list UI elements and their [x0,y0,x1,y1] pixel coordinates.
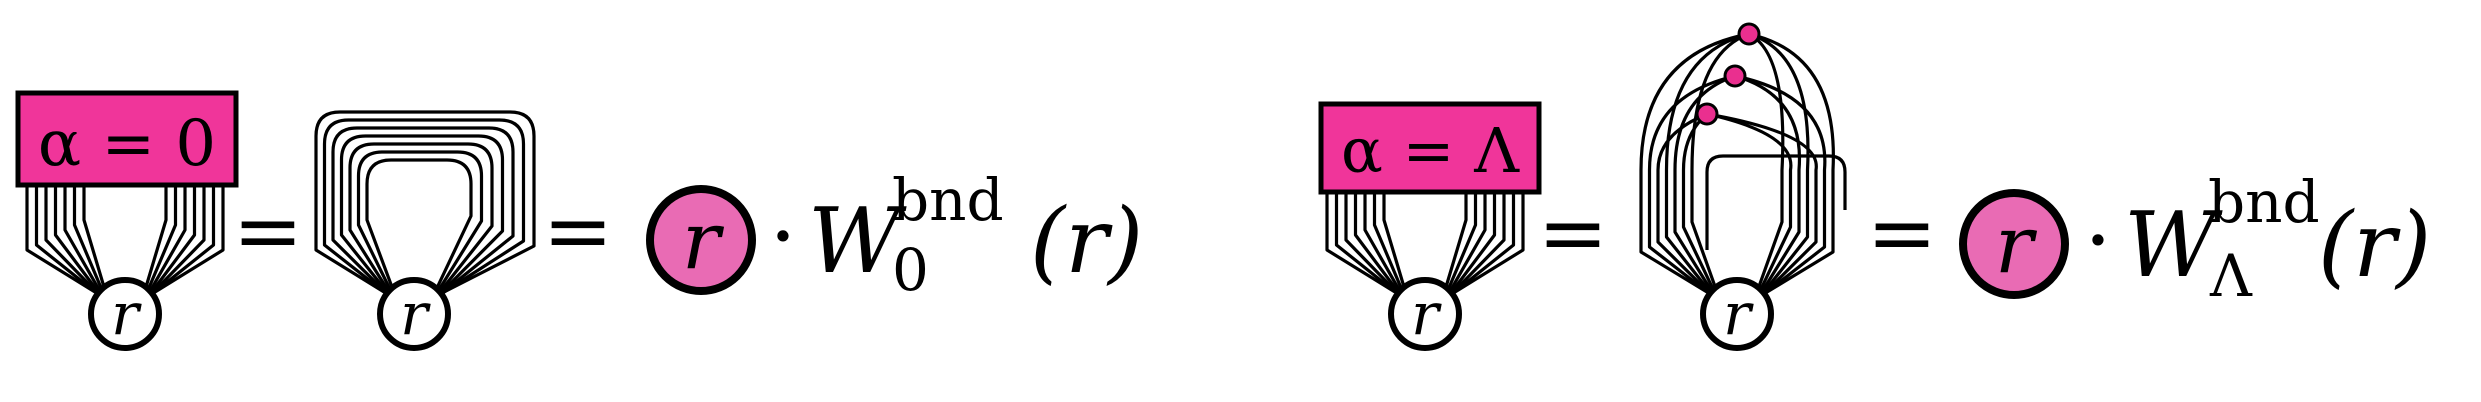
loop-wire [1656,112,1818,297]
leg-wire [149,185,206,297]
equals-sign: = [543,182,613,280]
left-loop-diagram: r [314,110,536,351]
site-node-label: r [111,280,142,348]
leg-wire [154,185,225,294]
loop-wire [356,150,484,301]
loop-wire [348,142,494,299]
site-node [1388,277,1462,351]
leg-wire [44,185,101,297]
tensor-r [646,185,756,295]
multiplication-dot: · [769,187,796,287]
leg-wire [72,185,108,301]
left-equation: α = 0 r = r = r · W bnd 0 (r) [15,90,1143,351]
leg-wire [1442,192,1478,301]
right-equation: α = Λ r = r = r · W bnd Λ (r) [1318,22,2431,351]
node-dot [1737,22,1761,46]
leg-wire [1447,192,1497,298]
loop-wire [322,118,526,295]
leg-wire [82,185,110,302]
loop-wire [365,158,473,302]
equals-sign: = [1867,184,1937,282]
site-node-label: r [1411,280,1442,348]
equals-sign: = [1538,184,1608,282]
label-box-alpha-0 [15,90,239,188]
weight-W: W [2124,193,2223,298]
weight-W: W [808,189,907,294]
loop-wire [331,126,515,297]
multiplication-dot: · [2084,191,2111,291]
tensor-r [1959,189,2069,299]
loop-wires [314,110,536,302]
leg-wire [151,185,216,295]
site-node [88,277,162,351]
open-legs-wires [25,185,225,302]
leg-wire [1325,192,1396,294]
label-box-alpha-lambda [1318,101,1542,195]
weight-superscript: bnd [2208,168,2320,236]
node-dot [1723,64,1747,88]
leg-wire [1334,192,1399,295]
leg-wire [1451,192,1516,295]
leg-wire [1449,192,1506,297]
leg-wire [1372,192,1408,301]
leg-wire [144,185,187,299]
leg-wire [63,185,106,299]
left-boxed-legs: α = 0 r [15,90,239,351]
weight-argument: (r) [2318,193,2431,298]
leg-wire [34,185,99,295]
leg-wire [1344,192,1401,297]
tensor-r-label: r [682,194,725,287]
leg-wire [25,185,96,294]
tensor-r-label: r [1995,198,2038,291]
site-node [377,277,451,351]
label-box-text: α = Λ [1341,114,1520,187]
leg-wire [147,185,197,298]
leg-wire [1382,192,1410,302]
loop-wire [1705,154,1847,250]
node-dot [1695,102,1719,126]
weight-subscript: 0 [892,236,929,304]
loop-wire [314,110,536,294]
site-node-label: r [400,280,431,348]
right-boxed-legs: α = Λ r [1318,101,1542,351]
leg-wire [1454,192,1525,294]
leg-wire [1440,192,1468,302]
right-loop-diagram: r [1639,22,1847,351]
leg-wire [53,185,103,298]
weight-argument: (r) [1030,189,1143,294]
leg-wire [140,185,168,302]
site-node-label: r [1723,280,1754,348]
equals-sign: = [233,182,303,280]
label-box-text: α = 0 [38,107,216,181]
loop-wire [339,134,505,298]
leg-wire [1444,192,1487,299]
weight-superscript: bnd [892,166,1004,234]
leg-wire [1363,192,1406,299]
leg-wire [1353,192,1403,298]
leg-wire [142,185,178,301]
weight-subscript: Λ [2209,242,2253,310]
site-node [1700,277,1774,351]
open-legs-wires [1325,192,1525,302]
